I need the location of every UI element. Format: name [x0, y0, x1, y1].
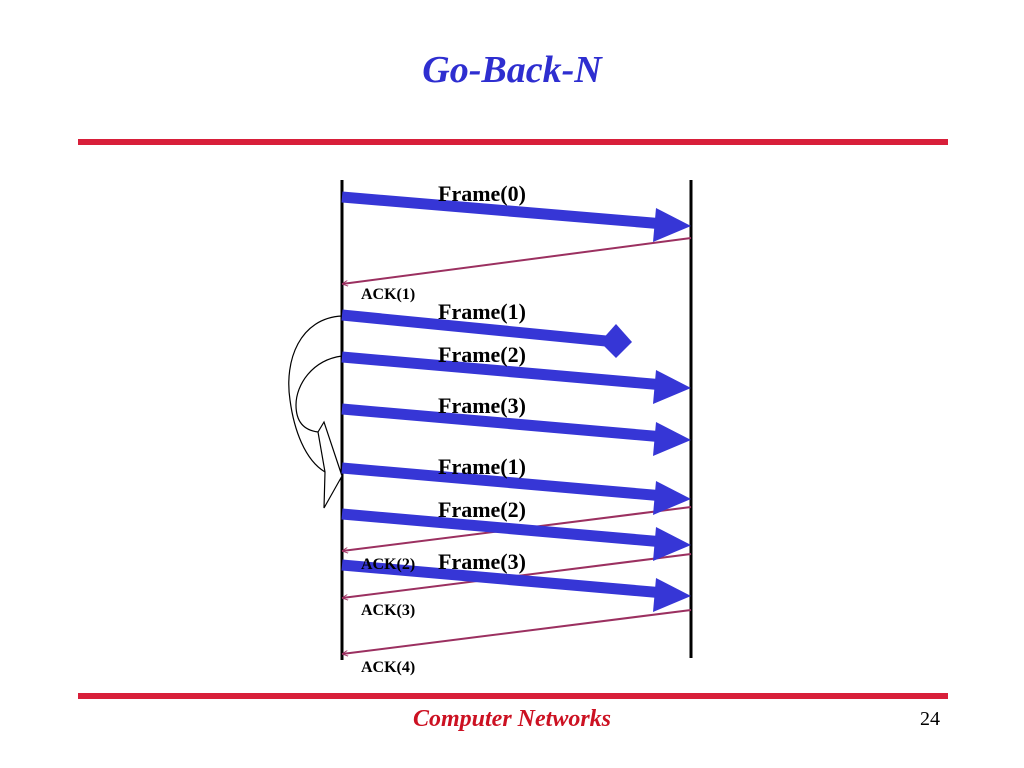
ack-label: ACK(1): [361, 286, 415, 303]
frame-arrow: [341, 559, 665, 599]
frame-lost-marker: [600, 324, 632, 358]
retransmit-curve-inner: [295, 355, 343, 433]
frame-label: Frame(2): [438, 497, 526, 522]
frame-label: Frame(3): [438, 549, 526, 574]
ack-label: ACK(2): [361, 556, 415, 573]
ack-arrow: [342, 237, 692, 284]
bottom-rule: [78, 693, 948, 699]
frame-arrowhead: [653, 422, 691, 456]
frame-arrowhead: [653, 527, 691, 561]
frame-arrow: [341, 191, 665, 230]
retransmit-arrowhead: [317, 420, 343, 509]
frame-arrowhead: [653, 578, 691, 612]
page-number: 24: [920, 708, 940, 730]
ack-label: ACK(3): [361, 602, 415, 619]
frame-label: Frame(1): [438, 299, 526, 324]
retransmit-curve-outer: [288, 315, 343, 473]
frame-label: Frame(0): [438, 181, 526, 206]
frame-arrow: [341, 403, 665, 443]
frame-arrowhead: [653, 481, 691, 515]
frame-arrowhead: [653, 370, 691, 404]
ack-arrow: [342, 609, 692, 654]
top-rule: [78, 139, 948, 145]
frame-arrow-lost: [341, 309, 607, 347]
frame-arrow: [341, 508, 665, 548]
footer-title: Computer Networks: [412, 706, 612, 732]
frame-label: Frame(3): [438, 393, 526, 418]
frame-arrow: [341, 462, 665, 502]
frame-arrowhead: [653, 208, 691, 242]
ack-label: ACK(4): [361, 659, 415, 676]
frame-label: Frame(1): [438, 454, 526, 479]
frame-arrow: [341, 351, 665, 391]
frame-label: Frame(2): [438, 342, 526, 367]
slide-title: Go-Back-N: [422, 49, 602, 91]
